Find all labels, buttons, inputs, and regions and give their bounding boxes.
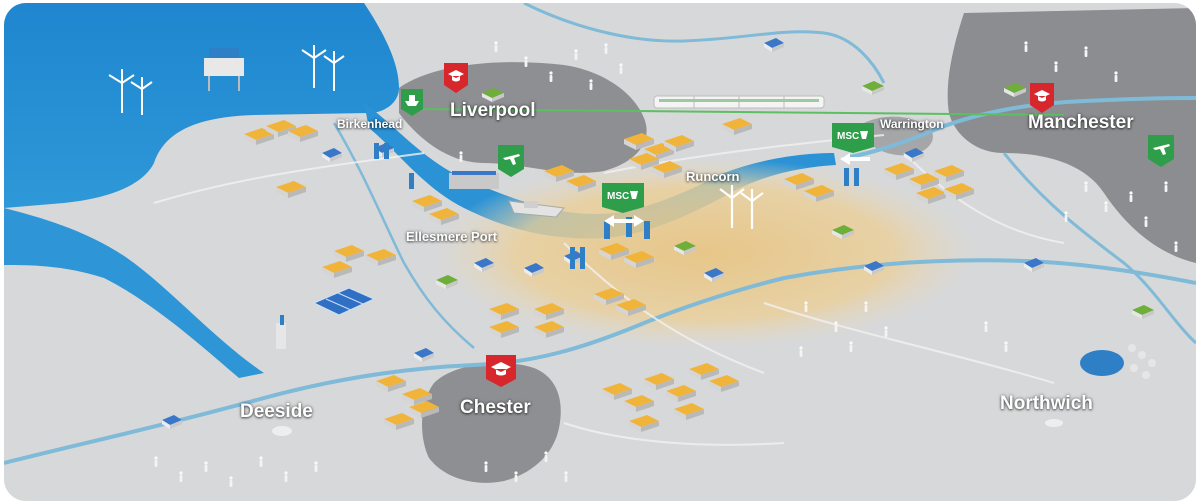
train [653,95,825,109]
map-frame: MSC MSC Liverpool Manchester Birkenhead … [4,3,1196,501]
label-manchester: Manchester [1028,112,1134,133]
warrington-urban-area [864,116,933,156]
river-dee-canal [4,258,1196,465]
msc-arrows-icon [604,215,644,227]
msc-label: MSC [607,191,629,202]
dee-estuary [4,208,264,378]
label-northwich: Northwich [1000,393,1093,414]
canal-north [523,3,886,84]
irish-sea [4,3,399,208]
solar-farm [312,287,376,316]
cargo-ship [508,200,566,218]
manchester-airport-icon[interactable] [1148,135,1174,167]
label-deeside: Deeside [240,401,313,422]
chester-urban-area [422,363,561,483]
port-terminal [449,171,499,189]
label-runcorn: Runcorn [686,169,740,184]
label-ellesmere-port: Ellesmere Port [406,229,498,244]
label-liverpool: Liverpool [450,100,536,121]
msc-lock-icon-warrington[interactable]: MSC [832,123,874,153]
chester-university-icon[interactable] [486,355,516,387]
liverpool-airport-icon[interactable] [498,145,524,177]
label-chester: Chester [460,397,531,418]
manchester-university-icon[interactable] [1030,83,1054,113]
label-warrington: Warrington [880,117,944,131]
liverpool-university-icon[interactable] [444,63,468,93]
wirral-canal [332,122,475,349]
msc-arrow-warrington-icon [840,153,870,165]
regional-map: MSC MSC [4,3,1196,501]
ship-terminal-icon[interactable] [401,89,423,116]
railway-line [413,108,1065,116]
offshore-platform [204,48,244,91]
manchester-ship-canal [843,96,1196,160]
manchester-urban-area [947,8,1196,263]
northwich-plaza [1045,419,1063,427]
refineries [276,143,859,349]
offshore-wind-turbines [108,45,345,115]
gas-terminal [1080,344,1156,379]
liverpool-urban-area [399,62,647,173]
river-irwell [1002,152,1196,345]
industrial-cluster-zone [434,158,974,348]
deeside-plaza [272,426,292,436]
label-birkenhead: Birkenhead [337,117,403,131]
onshore-wind-turbines [719,185,764,229]
msc-label: MSC [837,131,859,142]
msc-lock-icon-runcorn[interactable]: MSC [602,183,644,213]
